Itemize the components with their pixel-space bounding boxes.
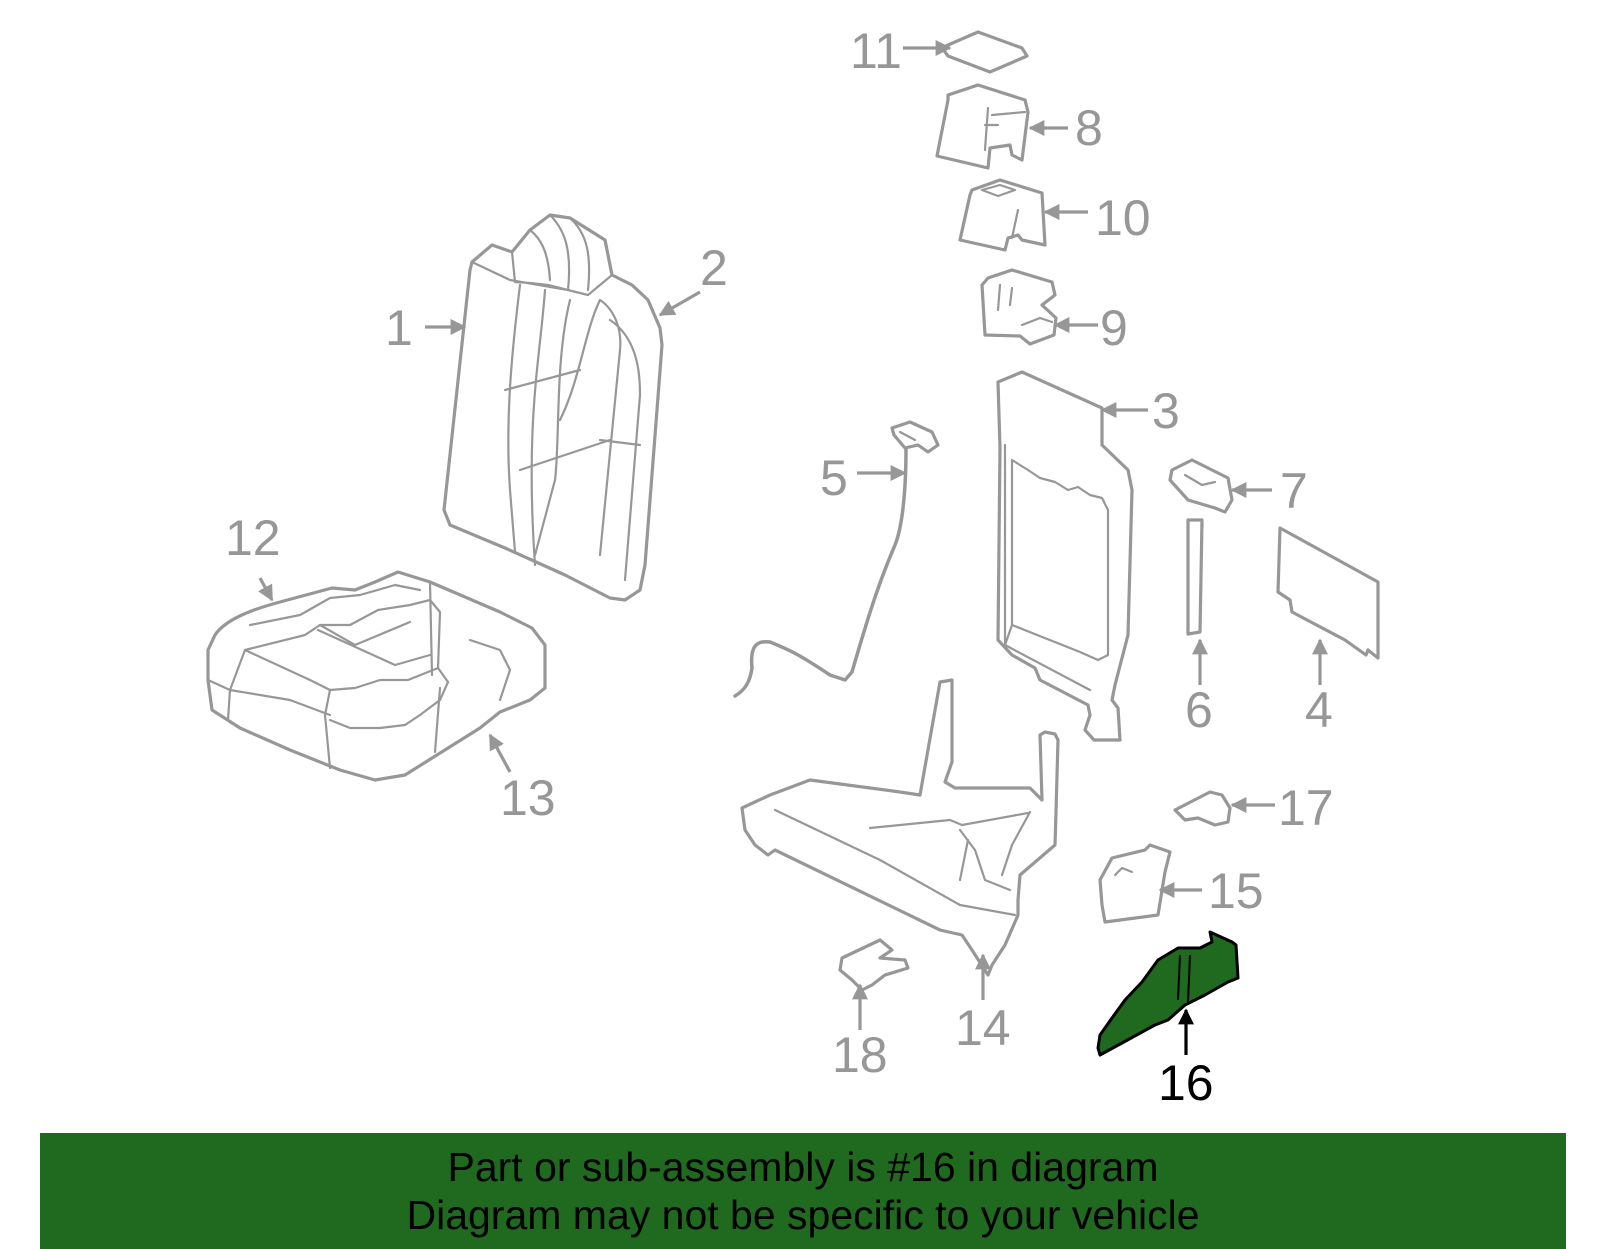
callout-labels: 11 8 10 9 3 7 6 4 5 1 2 12 13 14 18 15 1… xyxy=(225,23,1334,1111)
part-7-bracket xyxy=(1168,458,1234,514)
callout-8: 8 xyxy=(1075,100,1103,156)
part-11-cap xyxy=(940,30,1029,74)
banner-line-2: Diagram may not be specific to your vehi… xyxy=(406,1192,1200,1238)
part-5-cable xyxy=(733,420,940,698)
part-15-cover xyxy=(1098,843,1172,924)
callout-13: 13 xyxy=(500,770,556,826)
callout-7: 7 xyxy=(1280,463,1308,519)
part-1-2-seat-back xyxy=(442,213,664,602)
banner-line-1: Part or sub-assembly is #16 in diagram xyxy=(447,1144,1159,1190)
part-9-bracket xyxy=(980,268,1058,346)
callout-14: 14 xyxy=(955,1000,1011,1056)
callout-18: 18 xyxy=(832,1027,888,1083)
part-14-frame xyxy=(740,678,1060,977)
callout-10: 10 xyxy=(1095,190,1151,246)
part-17-bracket xyxy=(1173,790,1232,827)
part-16-highlighted xyxy=(1096,930,1240,1057)
part-4-panel xyxy=(1276,526,1380,660)
callout-3: 3 xyxy=(1152,383,1180,439)
part-10-cover xyxy=(958,178,1047,252)
part-18-clip xyxy=(838,938,910,992)
callout-5: 5 xyxy=(820,450,848,506)
part-3-back-panel xyxy=(996,370,1134,742)
callout-4: 4 xyxy=(1305,682,1333,738)
callout-15: 15 xyxy=(1208,863,1264,919)
callout-17: 17 xyxy=(1278,780,1334,836)
callout-1: 1 xyxy=(385,300,413,356)
info-banner: Part or sub-assembly is #16 in diagram D… xyxy=(40,1133,1566,1249)
callout-6: 6 xyxy=(1185,682,1213,738)
callout-arrows xyxy=(258,40,1328,1055)
callout-16: 16 xyxy=(1158,1055,1214,1111)
callout-11: 11 xyxy=(850,23,902,79)
part-6-rod xyxy=(1186,518,1204,636)
callout-2: 2 xyxy=(700,240,728,296)
callout-12: 12 xyxy=(225,510,281,566)
part-8-cover xyxy=(935,83,1030,170)
part-12-13-seat-cushion xyxy=(206,570,547,782)
callout-9: 9 xyxy=(1100,300,1128,356)
